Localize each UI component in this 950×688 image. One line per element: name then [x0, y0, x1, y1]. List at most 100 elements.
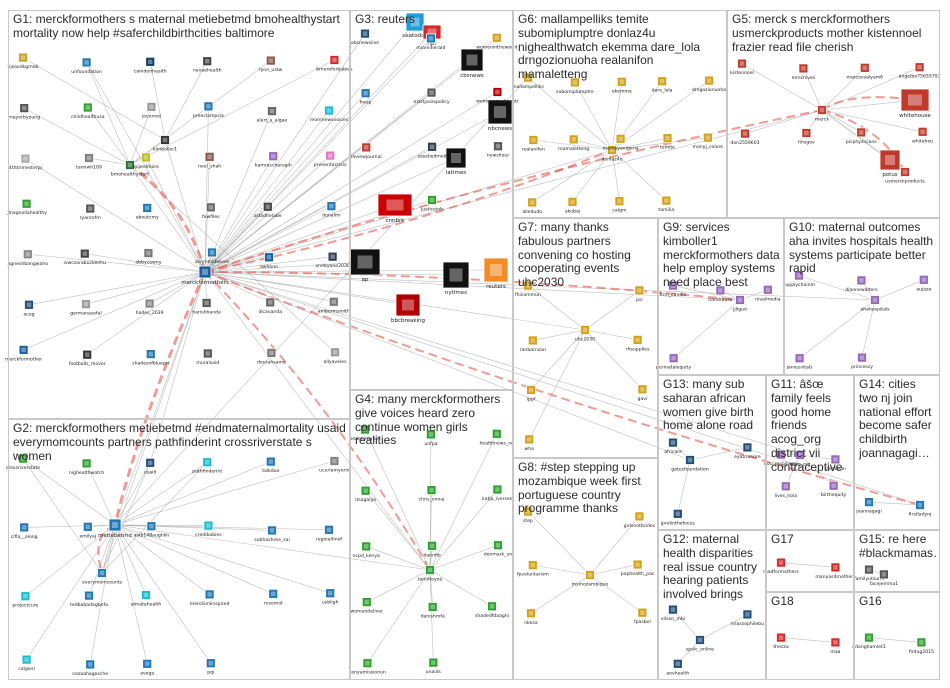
node-ahahospitals[interactable]: ahahospitals — [860, 295, 890, 313]
node-manyas[interactable]: manyas4mothers — [815, 562, 856, 580]
node-womenintheworld[interactable]: womenintheworld — [476, 32, 517, 50]
node-jocelyntalks[interactable]: lynn_ustw — [259, 55, 283, 73]
node-janicevitals[interactable]: janicevitals — [786, 353, 814, 371]
node-shadedfdaagh[interactable]: shadedfdaaghi — [475, 601, 509, 619]
node-nevaehealth[interactable]: nevaehealth — [193, 56, 222, 74]
node-angelbo[interactable]: angelbo75655793 — [899, 62, 941, 80]
node-firstlady[interactable]: firstladynj — [909, 500, 932, 518]
node-facejemma[interactable]: facejemma1 — [870, 569, 899, 587]
node-artadhelabe[interactable]: artadhelabe — [254, 201, 282, 219]
node-picphysicians[interactable]: picphysicians — [846, 127, 877, 145]
node-magnoliahealthy[interactable]: _magnoliahealthy — [5, 198, 47, 216]
node-allyaves[interactable]: allyaveles — [324, 347, 348, 365]
node-whitehou[interactable]: whitehou — [912, 126, 933, 144]
node-fewfiles[interactable]: fewfiles — [202, 202, 220, 220]
node-who[interactable]: who — [524, 434, 534, 452]
node-psi[interactable]: psi — [634, 285, 645, 303]
node-onebyone2030[interactable]: onebyone2030 — [315, 251, 350, 269]
node-crossriver[interactable]: crossriverstate — [6, 453, 40, 471]
node-calgm[interactable]: calgm — [612, 196, 627, 214]
node-merck[interactable]: merck — [815, 105, 830, 123]
node-womensmedia[interactable]: womensmediacntr — [476, 87, 519, 105]
node-temite[interactable]: temite — [660, 133, 675, 151]
node-tedbabadagbe[interactable]: tedbabadagbefa — [70, 590, 108, 608]
node-credibabies[interactable]: credibabies — [195, 520, 222, 538]
node-pqi[interactable]: pqi — [205, 658, 216, 676]
node-manyj[interactable]: manyj_colore — [693, 132, 724, 150]
node-childhealthusa[interactable]: childhealthusa — [71, 102, 105, 120]
node-familyutsunu[interactable]: familyutsunu — [854, 564, 884, 582]
node-martjusaspolicy[interactable]: martjusaspolicy — [413, 87, 450, 105]
node-tamiwh109[interactable]: tamiwh109 — [76, 153, 102, 171]
node-alert_a_algae[interactable]: alert_a_algae — [257, 106, 288, 124]
node-girlsnotbrides[interactable]: girlsnotbrides — [624, 511, 656, 529]
node-dlcavanda[interactable]: dlcavanda — [258, 297, 282, 315]
node-colebean[interactable]: colebean — [825, 454, 846, 472]
node-nkesa[interactable]: nkesa — [524, 608, 538, 626]
node-usaid[interactable]: usaid — [144, 457, 156, 475]
node-benchmarkes[interactable]: benchmarkes — [350, 424, 382, 442]
node-potus[interactable]: potus — [879, 149, 901, 178]
node-aboutcom[interactable]: aboutcmy — [136, 203, 159, 220]
node-nrsomid[interactable]: nrsomid — [264, 588, 283, 606]
node-nandrausa[interactable]: nandrausa — [708, 285, 733, 303]
node-acog[interactable]: acog — [23, 299, 35, 317]
node-subomiplumptre[interactable]: subomiplumptre — [556, 77, 594, 95]
node-tamiltoyoe[interactable]: tamiltoyoe — [418, 565, 443, 583]
node-hmasoc[interactable]: mlassophilebu — [731, 609, 764, 627]
node-supplychain[interactable]: supplychainm — [783, 270, 816, 288]
node-metiebetmd[interactable]: metiebetmd — [98, 518, 132, 539]
node-donalmi[interactable]: donalmi — [322, 201, 341, 219]
node-donlaz4u[interactable]: donlaz4u — [602, 145, 623, 163]
node-pathfinderint[interactable]: pathfinderint — [192, 457, 222, 475]
node-hades_2039[interactable]: hades_2039 — [136, 298, 164, 316]
node-kimboller1[interactable]: kimboller1 — [153, 135, 177, 153]
node-adonghamlet[interactable]: adonghamlet1 — [852, 632, 886, 650]
node-jocorrod[interactable]: jocorrod — [141, 102, 161, 119]
node-aovhealth[interactable]: aovhealth — [666, 658, 689, 676]
node-awhonn[interactable]: awhonn — [260, 252, 278, 270]
node-momnewsvoices[interactable]: momnewsvoices — [310, 105, 349, 123]
node-step[interactable]: step — [523, 506, 533, 524]
node-jprolinthefocus[interactable]: jprolinthefocus — [660, 508, 696, 526]
node-harishhanda[interactable]: harishhanda — [192, 298, 221, 315]
node-mallampelliks[interactable]: mallampelliks — [512, 72, 544, 90]
node-kimboller_g9[interactable]: jjliguo — [732, 295, 747, 313]
node-ranbarnsan[interactable]: ranbarnsan — [520, 335, 546, 353]
node-eyatmmore[interactable]: eyatmmore — [734, 442, 761, 460]
node-cifla_along[interactable]: cifla__along — [11, 522, 38, 540]
node-dianne[interactable]: diannewalters — [845, 275, 878, 293]
node-footballs_mover[interactable]: footballs_mover — [69, 349, 106, 367]
node-dare_lola[interactable]: dare_lola — [652, 76, 673, 94]
node-ambermsmith[interactable]: ambermsmith — [318, 296, 350, 314]
node-mamaletteng[interactable]: mamaletteng — [558, 134, 589, 152]
node-doccrespity[interactable]: doccrespiperry — [764, 449, 798, 467]
node-unaids[interactable]: unaids — [426, 657, 442, 675]
node-womendeliver[interactable]: womendeliver — [351, 597, 384, 615]
node-4thtrimester[interactable]: 4thtrimesterpj — [9, 153, 42, 171]
node-ivwcsara[interactable]: ivwcsarabuckenhu — [63, 248, 106, 266]
node-dannfio[interactable]: dannfio — [423, 540, 441, 558]
node-realanifon[interactable]: realanifon — [522, 135, 545, 153]
node-bmoreforbabies[interactable]: bmoreforbabies — [316, 55, 353, 73]
node-reginalhnf[interactable]: reginalhnof — [316, 524, 342, 542]
node-reuters[interactable]: reuters — [483, 257, 509, 290]
node-ecpedmore[interactable]: ecpedmore — [133, 152, 159, 170]
node-reviewjournal[interactable]: reviewjournal — [351, 142, 382, 160]
node-drngozionuoha[interactable]: drngozionuoha — [692, 75, 726, 93]
node-mayorbyoung[interactable]: mayorbyoung — [8, 103, 40, 121]
node-talkduo[interactable]: talkduo — [262, 456, 280, 474]
node-firm_candle[interactable]: firm_candle — [660, 280, 687, 298]
node-whitehouse[interactable]: whitehouse — [899, 88, 931, 119]
node-chris_onnaj[interactable]: chris_onnaj — [418, 485, 445, 503]
node-freep[interactable]: freep — [360, 88, 372, 106]
node-mamayeniger[interactable]: mamayenigeria — [603, 133, 639, 151]
node-gatesfoundation[interactable]: gatesfoundation — [671, 455, 709, 473]
node-nivalmedia[interactable]: nivalmedia — [755, 284, 781, 302]
node-bbcbreaking[interactable]: bbcbreaking — [391, 293, 425, 324]
node-usmerckproducts[interactable]: usmerckproducts — [885, 167, 925, 185]
node-justiceink[interactable]: justiceinh — [420, 195, 443, 213]
node-neel_shah[interactable]: neel_shah — [198, 151, 221, 169]
node-preventacrisis[interactable]: preventacrisis — [314, 150, 347, 168]
node-newshour[interactable]: newshour — [487, 141, 510, 159]
